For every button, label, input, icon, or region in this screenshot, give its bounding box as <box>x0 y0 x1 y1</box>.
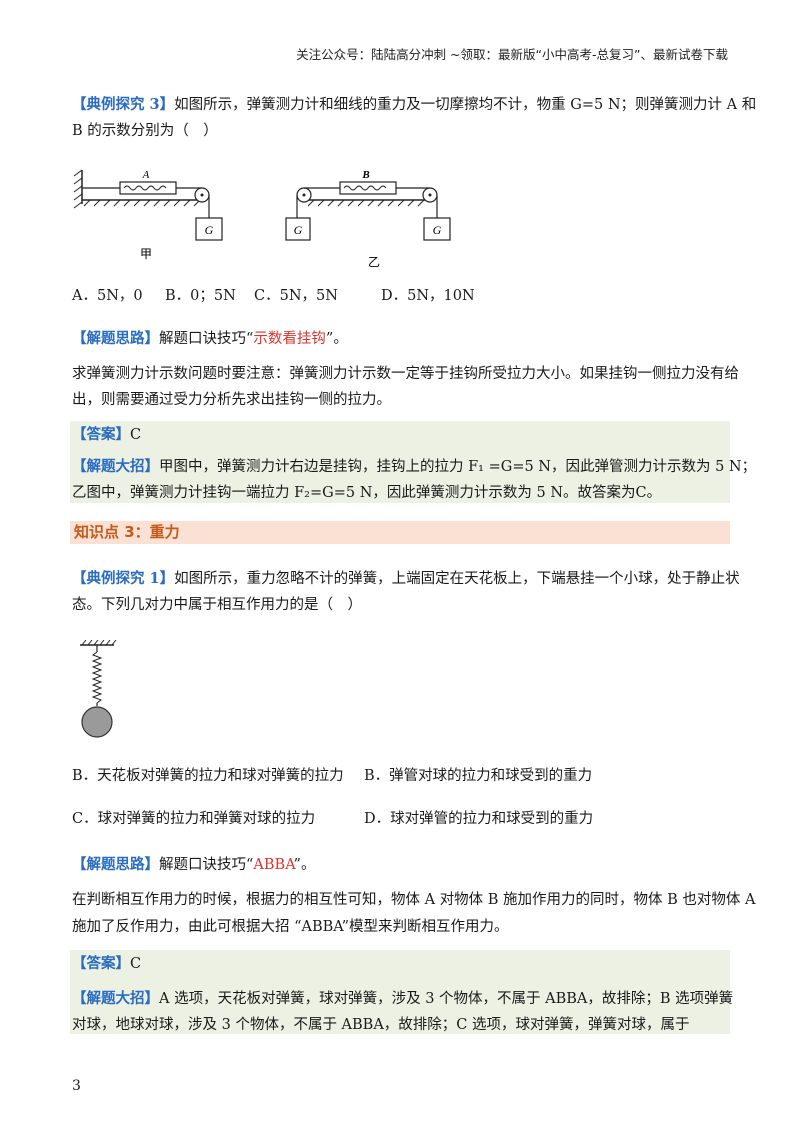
solution-text1: A 选项，天花板对弹簧，球对弹簧，涉及 3 个物体，不属于 ABBA，故排除；B… <box>159 991 734 1007</box>
answer-tag: 【答案】 <box>72 426 130 443</box>
example3-solution-line2: 乙图中，弹簧测力计挂钩一端拉力 F₂=G=5 N，因此弹簧测力计示数为 5 N。… <box>72 485 662 501</box>
example3-question-line2: B 的示数分别为（ ） <box>72 123 218 139</box>
thinking-keyword: ABBA <box>253 857 294 873</box>
thinking-prefix: 解题口诀技巧“ <box>159 331 254 347</box>
thinking-tag: 【解题思路】 <box>72 856 159 873</box>
answer-tag: 【答案】 <box>72 955 130 972</box>
example1-paragraph-line1: 在判断相互作用力的时候，根据力的相互性可知，物体 A 对物体 B 施加作用力的同… <box>72 892 756 908</box>
example3-answer: 【答案】C <box>72 422 141 448</box>
example3-answer-band <box>70 421 730 503</box>
thinking-tag: 【解题思路】 <box>72 330 159 347</box>
example1-solution-line1: 【解题大招】A 选项，天花板对弹簧，球对弹簧，涉及 3 个物体，不属于 ABBA… <box>72 986 733 1012</box>
example3-option-d: D．5N，10N <box>381 288 475 304</box>
example1-thinking: 【解题思路】解题口诀技巧“ABBA”。 <box>72 852 315 878</box>
page-header: 关注公众号：陆陆高分冲刺 ~领取：最新版“小中高考-总复习”、最新试卷下载 <box>296 47 728 62</box>
spring-scale-figure-right: G G B 乙 <box>285 169 451 269</box>
example1-option-d: D．球对弹管的拉力和球受到的重力 <box>364 811 594 827</box>
example1-answer: 【答案】C <box>72 951 141 977</box>
thinking-prefix: 解题口诀技巧“ <box>159 857 254 873</box>
solution-tag: 【解题大招】 <box>72 458 159 475</box>
example3-thinking: 【解题思路】解题口诀技巧“示数看挂钩”。 <box>72 326 348 352</box>
example3-option-a: A．5N，0 <box>72 288 143 304</box>
example3-paragraph-line2: 出，则需要通过受力分析先求出挂钩一侧的拉力。 <box>72 392 391 408</box>
example3-option-b: B．0；5N <box>165 288 236 304</box>
knowledge-point-band <box>70 521 730 544</box>
answer-value: C <box>130 956 142 972</box>
left-weight-label: G <box>205 223 214 237</box>
example3-paragraph-line1: 求弹簧测力计示数问题时要注意：弹簧测力计示数一定等于挂钩所受拉力大小。如果挂钩一… <box>72 366 739 382</box>
scale-a-label: A <box>142 169 150 181</box>
caption-yi: 乙 <box>368 255 380 269</box>
solution-text1: 甲图中，弹簧测力计右边是挂钩，挂钩上的拉力 F₁ =G=5 N，因此弹管测力计示… <box>159 459 757 475</box>
thinking-suffix: ”。 <box>325 331 348 347</box>
spring-ball-figure <box>80 640 117 738</box>
solution-tag: 【解题大招】 <box>72 990 159 1007</box>
example1-solution-line2: 对球，地球对球，涉及 3 个物体，不属于 ABBA，故排除；C 选项，球对弹簧，… <box>72 1017 690 1033</box>
right-weight-label-1: G <box>294 223 303 237</box>
example1-answer-band <box>70 950 730 1034</box>
example3-question-line1: 【典例探究 3】如图所示，弹簧测力计和细线的重力及一切摩擦均不计，物重 G=5 … <box>72 92 756 118</box>
thinking-suffix: ”。 <box>293 857 316 873</box>
example1-text1: 如图所示，重力忽略不计的弹簧，上端固定在天花板上，下端悬挂一个小球，处于静止状 <box>174 571 740 587</box>
example1-option-c: C．球对弹簧的拉力和弹簧对球的拉力 <box>72 811 316 827</box>
example1-question-line1: 【典例探究 1】如图所示，重力忽略不计的弹簧，上端固定在天花板上，下端悬挂一个小… <box>72 566 740 592</box>
example1-option-b: B．弹管对球的拉力和球受到的重力 <box>364 768 593 784</box>
answer-value: C <box>130 427 142 443</box>
caption-jia: 甲 <box>140 247 152 260</box>
knowledge-point-title: 知识点 3：重力 <box>74 523 180 541</box>
example1-tag: 【典例探究 1】 <box>72 570 175 587</box>
right-weight-label-2: G <box>433 223 442 237</box>
scale-b-label: B <box>361 169 369 181</box>
thinking-keyword: 示数看挂钩 <box>253 331 326 347</box>
spring-scale-figure-left: G A 甲 <box>73 169 223 260</box>
example3-solution-line1: 【解题大招】甲图中，弹簧测力计右边是挂钩，挂钩上的拉力 F₁ =G=5 N，因此… <box>72 454 756 480</box>
example1-option-a: B．天花板对弹簧的拉力和球对弹簧的拉力 <box>72 768 344 784</box>
page-number: 3 <box>72 1078 81 1094</box>
example3-option-c: C．5N，5N <box>254 288 338 304</box>
example1-paragraph-line2: 施加了反作用力，由此可根据大招 “ABBA”模型来判断相互作用力。 <box>72 919 509 935</box>
example3-text1: 如图所示，弹簧测力计和细线的重力及一切摩擦均不计，物重 G=5 N；则弹簧测力计… <box>174 97 757 113</box>
example1-question-line2: 态。下列几对力中属于相互作用力的是（ ） <box>72 597 362 613</box>
example3-tag: 【典例探究 3】 <box>72 96 175 113</box>
